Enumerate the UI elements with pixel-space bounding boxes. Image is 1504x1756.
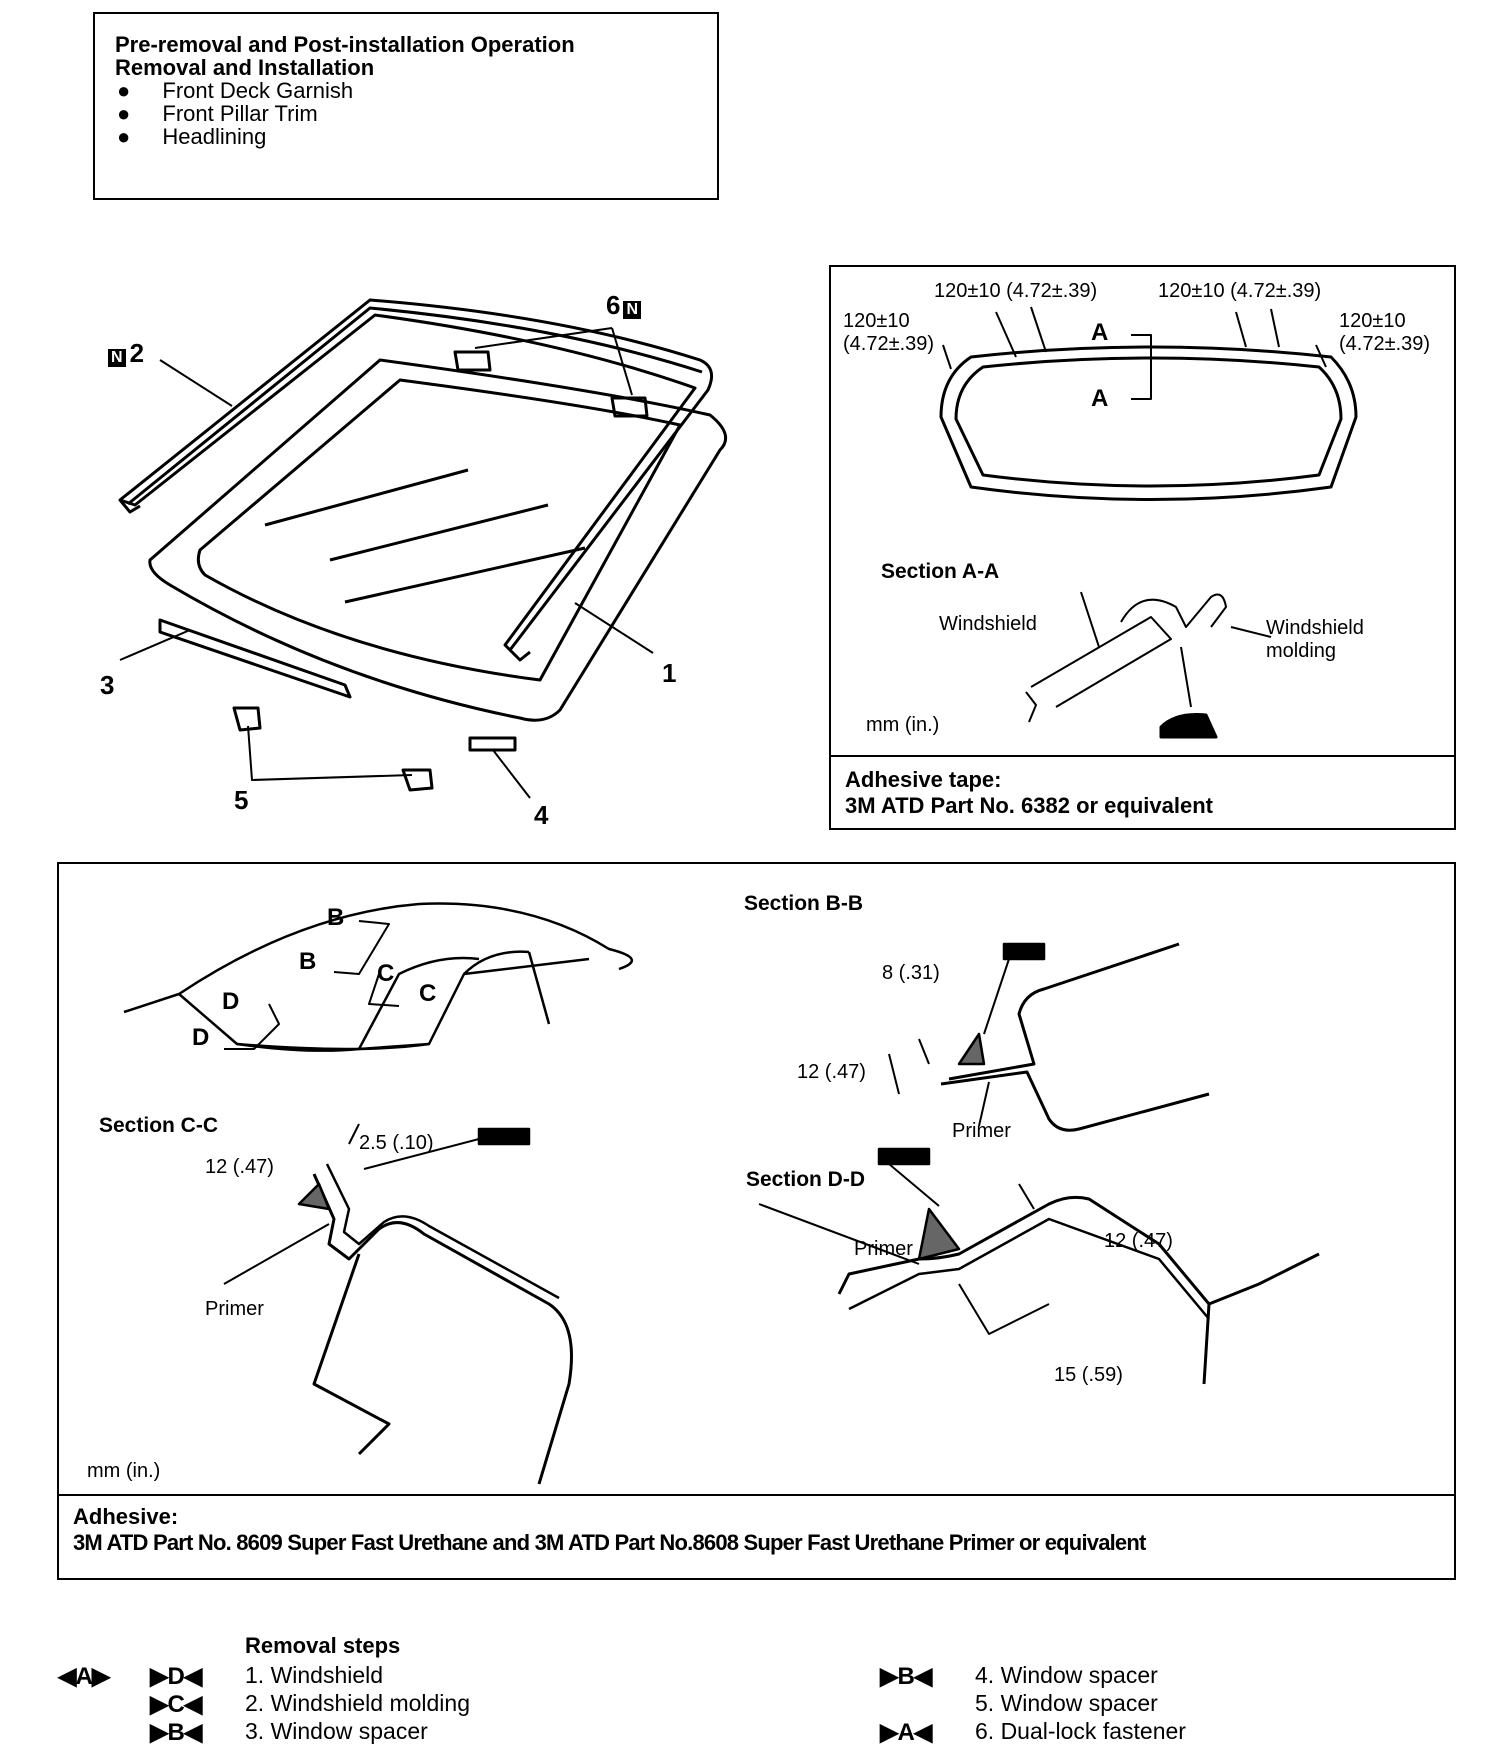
removal-step: 5. Window spacer: [975, 1690, 1158, 1716]
callout-3: 3: [100, 670, 115, 700]
marker-b-2: B: [299, 948, 317, 975]
marker-d-2: D: [192, 1024, 210, 1051]
removal-step: 4. Window spacer: [975, 1662, 1158, 1688]
tape-footer-text: 3M ATD Part No. 6382 or equivalent: [845, 793, 1213, 818]
service-mark-b: ▶B◀: [880, 1663, 932, 1690]
bb-dim-width: 8 (.31): [882, 962, 940, 984]
arrow-right-icon: ▶: [880, 1663, 898, 1690]
service-mark-a: ▶A◀: [880, 1719, 932, 1746]
arrow-right-icon: ▶: [150, 1691, 168, 1718]
service-mark-c: ▶C◀: [150, 1691, 202, 1718]
arrow-right-icon: ▶: [880, 1719, 898, 1746]
adhesive-footer-text: 3M ATD Part No. 8609 Super Fast Urethane…: [73, 1530, 1146, 1555]
section-aa-title: Section A-A: [881, 560, 1000, 583]
marker-c-2: C: [419, 980, 437, 1007]
service-mark-d: ▶D◀: [150, 1663, 202, 1690]
adhesive-tape-box: 120±10 (4.72±.39) 120±10 (4.72±.39) 120±…: [829, 265, 1456, 830]
cc-primer-label: Primer: [205, 1298, 264, 1320]
arrow-right-icon: ▶: [150, 1663, 168, 1690]
callout-1: 1: [662, 658, 677, 688]
tape-layout-drawing: [939, 306, 1358, 739]
arrow-left-icon: ◀: [183, 1663, 202, 1690]
windshield-exploded-drawing: [118, 298, 728, 799]
callout-5: 5: [234, 785, 249, 815]
service-mark-b: ▶B◀: [150, 1719, 202, 1746]
molding-label-b: molding: [1266, 640, 1337, 662]
arrow-left-icon: ◀: [183, 1719, 202, 1746]
arrow-left-icon: ◀: [913, 1719, 932, 1746]
units-label: mm (in.): [87, 1460, 161, 1482]
dd-primer-label: Primer: [854, 1238, 913, 1260]
adhesive-box: B B C C D D Section B-B 8 (.31) 12 (.47)…: [57, 862, 1456, 1580]
units-label: mm (in.): [866, 714, 940, 736]
marker-c-1: C: [377, 960, 395, 987]
arrow-left-icon: ◀: [58, 1663, 76, 1690]
service-mark-a: ◀A▶: [58, 1663, 110, 1690]
bb-dim-height: 12 (.47): [797, 1061, 866, 1083]
removal-steps-title: Removal steps: [245, 1633, 401, 1658]
bullet-item: ● Front Pillar Trim: [117, 101, 318, 126]
section-marker-a-top: A: [1091, 319, 1109, 346]
cc-dim-width: 2.5 (.10): [359, 1132, 434, 1154]
marker-b-1: B: [327, 904, 345, 931]
dim-right-a: 120±10: [1339, 310, 1406, 332]
operation-title: Pre-removal and Post-installation Operat…: [115, 32, 575, 57]
dim-top-right: 120±10 (4.72±.39): [1158, 280, 1322, 302]
arrow-right-icon: ▶: [150, 1719, 168, 1746]
molding-label-a: Windshield: [1266, 617, 1364, 639]
adhesive-footer-title: Adhesive:: [73, 1504, 179, 1529]
arrow-right-icon: ▶: [91, 1663, 110, 1690]
marker-d-1: D: [222, 988, 240, 1015]
windshield-label: Windshield: [939, 613, 1037, 635]
operation-box: Pre-removal and Post-installation Operat…: [93, 12, 719, 200]
arrow-left-icon: ◀: [183, 1691, 202, 1718]
removal-step: 3. Window spacer: [245, 1718, 428, 1744]
divider: [831, 755, 1454, 757]
dd-dim-width: 15 (.59): [1054, 1364, 1123, 1386]
tape-footer-title: Adhesive tape:: [845, 767, 1002, 792]
dim-left-a: 120±10: [843, 310, 910, 332]
section-cc-title: Section C-C: [99, 1114, 219, 1137]
adhesive-sections-drawing: [123, 902, 1320, 1485]
bullet-item: ● Headlining: [117, 124, 267, 149]
dim-right-b: (4.72±.39): [1339, 333, 1431, 355]
removal-installation-title: Removal and Installation: [115, 55, 375, 80]
bullet-icon: ●: [117, 78, 131, 103]
callout-4: 4: [534, 800, 549, 830]
cc-dim-height: 12 (.47): [205, 1156, 274, 1178]
removal-step: 6. Dual-lock fastener: [975, 1718, 1186, 1744]
divider: [59, 1494, 1454, 1496]
dim-left-b: (4.72±.39): [843, 333, 935, 355]
section-dd-title: Section D-D: [746, 1168, 866, 1191]
arrow-left-icon: ◀: [913, 1663, 932, 1690]
section-marker-a-bottom: A: [1091, 385, 1109, 412]
dd-dim-height: 12 (.47): [1104, 1230, 1173, 1252]
bullet-icon: ●: [117, 101, 131, 126]
section-bb-title: Section B-B: [744, 892, 864, 915]
new-part-icon: N: [108, 349, 126, 367]
dim-top-left: 120±10 (4.72±.39): [934, 280, 1098, 302]
removal-step: 2. Windshield molding: [245, 1690, 471, 1716]
bullet-item: ● Front Deck Garnish: [117, 78, 354, 103]
removal-step: 1. Windshield: [245, 1662, 384, 1688]
bullet-icon: ●: [117, 124, 131, 149]
new-part-icon: N: [623, 301, 642, 319]
bb-primer-label: Primer: [952, 1120, 1011, 1142]
